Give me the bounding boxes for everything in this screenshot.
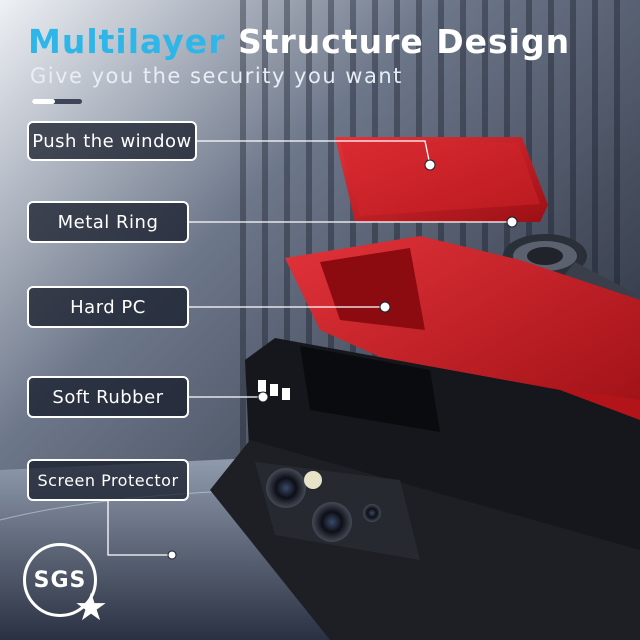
label-push-the-window: Push the window bbox=[27, 121, 197, 161]
headline-accent: Multilayer bbox=[28, 22, 226, 61]
red-window-cover bbox=[335, 137, 548, 222]
phone-body bbox=[210, 440, 640, 640]
label-hard-pc: Hard PC bbox=[27, 286, 189, 328]
camera-flash bbox=[304, 471, 322, 489]
label-screen-protector: Screen Protector bbox=[27, 459, 189, 501]
label-metal-ring: Metal Ring bbox=[27, 201, 189, 243]
camera-lens-3 bbox=[363, 504, 381, 522]
sgs-badge: SGS bbox=[23, 543, 97, 617]
label-soft-rubber: Soft Rubber bbox=[27, 376, 189, 418]
headline: Multilayer Structure Design bbox=[28, 22, 570, 62]
star-icon: ★ bbox=[74, 585, 109, 629]
subtitle: Give you the security you want bbox=[30, 64, 403, 88]
leader-lines bbox=[107, 140, 512, 556]
headline-rest: Structure Design bbox=[237, 22, 571, 61]
camera-lens-1 bbox=[266, 468, 306, 508]
sgs-text: SGS bbox=[33, 567, 87, 593]
leader-dots bbox=[167, 159, 518, 560]
progress-fill bbox=[32, 99, 55, 104]
camera-lens-2 bbox=[312, 502, 352, 542]
progress-indicator bbox=[32, 99, 82, 104]
wall-slats bbox=[240, 0, 620, 470]
